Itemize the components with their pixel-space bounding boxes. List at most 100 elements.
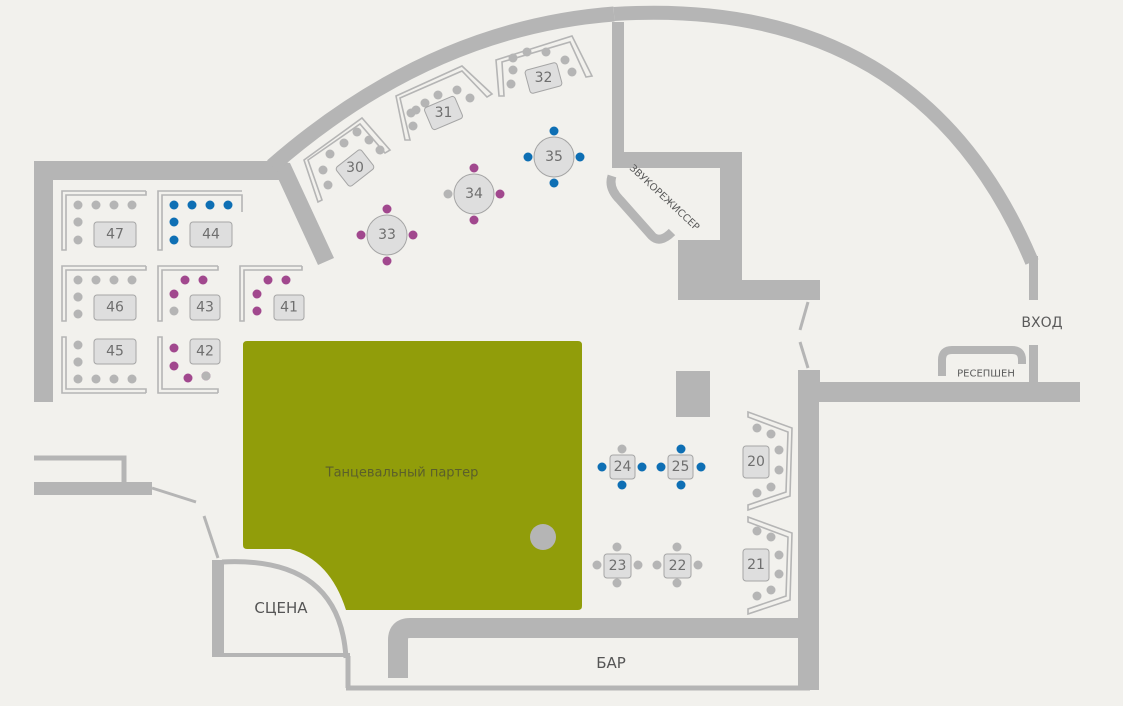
seat-21-2[interactable] [766,532,776,542]
seat-43-2[interactable] [198,275,208,285]
table-22[interactable]: 22 [652,542,703,588]
seat-44-3[interactable] [205,200,215,210]
seat-33-1[interactable] [382,204,392,214]
table-47[interactable]: 47 [73,200,137,248]
seat-23-4[interactable] [612,578,622,588]
seat-23-2[interactable] [592,560,602,570]
seat-41-1[interactable] [263,275,273,285]
seat-33-4[interactable] [382,256,392,266]
table-42-top[interactable] [189,338,221,365]
seat-32-4[interactable] [560,55,570,65]
seat-43-4[interactable] [169,306,179,316]
table-21-top[interactable] [742,548,770,582]
seat-23-1[interactable] [612,542,622,552]
seat-24-4[interactable] [617,480,627,490]
table-25[interactable]: 25 [656,444,706,490]
seat-24-1[interactable] [617,444,627,454]
seat-34-4[interactable] [469,215,479,225]
seat-47-3[interactable] [109,200,119,210]
seat-31-3[interactable] [433,90,443,100]
seat-44-4[interactable] [223,200,233,210]
table-30[interactable]: 30 [318,127,385,190]
seat-35-2[interactable] [523,152,533,162]
seat-43-3[interactable] [169,289,179,299]
seat-30-1[interactable] [325,149,335,159]
seat-46-4[interactable] [127,275,137,285]
table-21[interactable]: 21 [742,526,784,601]
seat-21-3[interactable] [774,550,784,560]
table-34[interactable]: 34 [443,163,505,225]
seat-24-2[interactable] [597,462,607,472]
seat-31-6[interactable] [408,121,418,131]
table-34-top[interactable] [453,173,495,215]
seat-32-1[interactable] [508,53,518,63]
seat-41-2[interactable] [281,275,291,285]
table-43-top[interactable] [189,294,221,321]
seat-22-3[interactable] [693,560,703,570]
seat-45-5[interactable] [109,374,119,384]
table-33[interactable]: 33 [356,204,418,266]
seat-47-1[interactable] [73,200,83,210]
seat-30-5[interactable] [375,145,385,155]
seat-25-4[interactable] [676,480,686,490]
seat-46-1[interactable] [73,275,83,285]
table-42[interactable]: 42 [169,338,221,383]
table-45[interactable]: 45 [73,338,137,384]
seat-33-3[interactable] [408,230,418,240]
table-46[interactable]: 46 [73,275,137,321]
seat-20-3[interactable] [774,445,784,455]
seat-30-7[interactable] [323,180,333,190]
seat-25-2[interactable] [656,462,666,472]
table-46-top[interactable] [93,294,137,321]
seat-20-5[interactable] [766,482,776,492]
seat-25-3[interactable] [696,462,706,472]
seat-32-2[interactable] [522,47,532,57]
table-35-top[interactable] [533,136,575,178]
seat-30-2[interactable] [339,138,349,148]
seat-31-2[interactable] [420,98,430,108]
seat-45-7[interactable] [73,357,83,367]
seat-21-5[interactable] [766,585,776,595]
table-44-top[interactable] [189,221,233,248]
seat-47-6[interactable] [73,235,83,245]
table-41[interactable]: 41 [252,275,305,321]
table-25-top[interactable] [667,454,694,480]
seat-46-2[interactable] [91,275,101,285]
seat-23-3[interactable] [633,560,643,570]
seat-45-4[interactable] [91,374,101,384]
seat-45-1[interactable] [73,340,83,350]
seat-25-1[interactable] [676,444,686,454]
seat-31-5[interactable] [465,93,475,103]
seat-35-3[interactable] [575,152,585,162]
table-20-top[interactable] [742,445,770,479]
seat-34-3[interactable] [495,189,505,199]
table-24[interactable]: 24 [597,444,647,490]
seat-47-4[interactable] [127,200,137,210]
table-31[interactable]: 31 [406,85,475,131]
seat-46-3[interactable] [109,275,119,285]
seat-31-4[interactable] [452,85,462,95]
seat-20-2[interactable] [766,429,776,439]
table-32[interactable]: 32 [506,47,577,94]
seat-21-6[interactable] [752,591,762,601]
seat-22-2[interactable] [652,560,662,570]
table-20[interactable]: 20 [742,423,784,498]
table-45-top[interactable] [93,338,137,365]
seat-24-3[interactable] [637,462,647,472]
seat-21-4[interactable] [774,569,784,579]
seat-35-1[interactable] [549,126,559,136]
seat-47-2[interactable] [91,200,101,210]
seat-32-3[interactable] [541,47,551,57]
table-33-top[interactable] [366,214,408,256]
table-23-top[interactable] [603,553,632,579]
seat-45-6[interactable] [127,374,137,384]
seat-30-4[interactable] [364,135,374,145]
seat-20-4[interactable] [774,465,784,475]
seat-35-4[interactable] [549,178,559,188]
seat-44-2[interactable] [187,200,197,210]
seat-20-6[interactable] [752,488,762,498]
seat-41-3[interactable] [252,289,262,299]
seat-22-1[interactable] [672,542,682,552]
seat-30-3[interactable] [352,127,362,137]
seat-43-1[interactable] [180,275,190,285]
